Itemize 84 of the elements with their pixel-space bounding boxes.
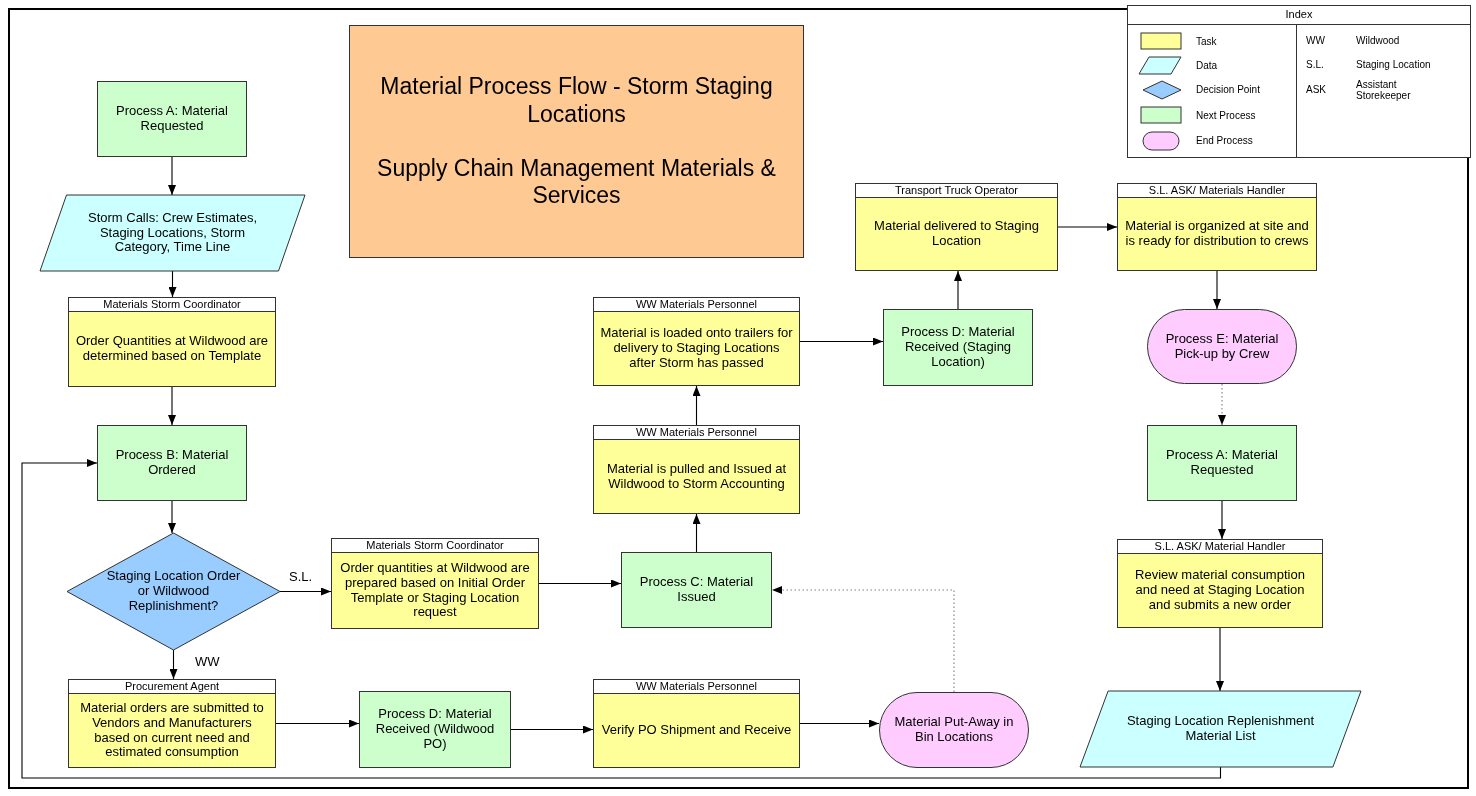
arrow	[799, 337, 884, 346]
index-heading: Index	[1285, 9, 1313, 20]
node-text: Storm Calls: Crew Estimates, Staging Locations, Storm Category, Time Line	[86, 210, 258, 256]
role-label: S.L. ASK/ Material Handler	[1118, 540, 1322, 554]
task-text: Material delivered to Staging Location	[873, 219, 1040, 249]
edge-label: WW	[193, 654, 222, 669]
legend-text: Task	[1196, 36, 1217, 47]
abbreviation: WW	[1306, 35, 1325, 46]
task-text: Material is loaded onto trailers for delivery to Staging Locations after Storm has passed	[599, 326, 794, 371]
arrow	[692, 513, 701, 553]
node-text: Material Put-Away in Bin Locations	[893, 715, 1015, 745]
node-text: Staging Location Order or Wildwood Replinishment?	[105, 569, 242, 614]
arrow	[1216, 627, 1224, 692]
node-text: Process E: Material Pick-up by Crew	[1164, 331, 1280, 362]
process-box	[359, 691, 511, 768]
arrow	[1057, 223, 1118, 231]
task-text: Review material consumption and need at Staging Location and submits a new order	[1134, 568, 1306, 613]
arrow	[21, 459, 1222, 779]
task-box	[331, 538, 539, 629]
task-box	[1117, 183, 1317, 271]
task-text: Order quantities at Wildwood are prepared based on Initial Order Template or Staging Location request	[339, 560, 531, 621]
process-box	[97, 81, 247, 157]
arrow	[279, 587, 332, 596]
arrow	[168, 500, 176, 534]
title-box	[349, 25, 804, 258]
arrow	[168, 270, 177, 298]
arrow	[954, 270, 962, 310]
abbreviation: ASK	[1306, 84, 1326, 95]
arrow	[168, 386, 176, 426]
role-label: WW Materials Personnel	[594, 680, 799, 694]
process-box	[1147, 425, 1297, 501]
task-box	[593, 297, 800, 386]
role-label: Transport Truck Operator	[856, 184, 1057, 198]
arrow	[771, 586, 955, 693]
task-box	[1117, 539, 1323, 628]
arrow	[275, 719, 360, 728]
legend-text: Data	[1196, 60, 1218, 71]
role-label: Procurement Agent	[69, 680, 275, 694]
arrow	[168, 156, 176, 196]
title-text: Supply Chain Management Materials & Services	[376, 154, 777, 210]
title-text: Material Process Flow - Storm Staging Locations	[379, 73, 774, 129]
task-text: Verify PO Shipment and Receive	[601, 723, 792, 738]
legend-text: Next Process	[1196, 110, 1256, 121]
abbreviation-meaning: Assistant Storekeeper	[1356, 79, 1412, 101]
node-text: Process A: Material Requested	[1165, 448, 1279, 478]
process-box	[97, 425, 247, 501]
task-text: Material orders are submitted to Vendors and Manufacturers based on current need and estimated consumption	[79, 700, 265, 761]
task-box	[855, 183, 1058, 271]
arrow	[1218, 500, 1226, 540]
node-text: Staging Location Replenishment Material List	[1125, 714, 1316, 744]
role-label: S.L. ASK/ Materials Handler	[1118, 184, 1316, 198]
task-box	[593, 425, 800, 514]
role-label: Materials Storm Coordinator	[69, 298, 275, 312]
role-label: WW Materials Personnel	[594, 426, 799, 440]
abbreviation: S.L.	[1306, 59, 1324, 70]
task-box	[593, 679, 800, 768]
legend-text: End Process	[1196, 135, 1253, 146]
node-text: Process D: Material Received (Staging Location)	[900, 325, 1016, 370]
decision-diamond	[67, 533, 280, 650]
node-text: Process B: Material Ordered	[114, 448, 230, 478]
arrow	[1213, 270, 1221, 310]
process-box	[883, 309, 1033, 386]
role-label: WW Materials Personnel	[594, 298, 799, 312]
task-box	[68, 679, 276, 768]
node-text: Process A: Material Requested	[115, 104, 229, 134]
legend-text: Decision Point	[1196, 84, 1260, 95]
task-text: Material is organized at site and is ready for distribution to crews	[1124, 219, 1310, 249]
arrow	[799, 719, 880, 728]
abbreviation-meaning: Wildwood	[1356, 35, 1400, 46]
task-text: Order Quantities at Wildwood are determined based on Template	[74, 334, 270, 364]
task-box	[68, 297, 276, 387]
arrow	[538, 579, 622, 588]
arrow	[169, 649, 178, 680]
node-text: Process C: Material Issued	[638, 575, 755, 605]
task-text: Material is pulled and Issued at Wildwood to Storm Accounting	[605, 461, 788, 492]
abbreviation-meaning: Staging Location	[1356, 59, 1431, 70]
data-parallelogram	[1080, 691, 1361, 767]
data-parallelogram	[40, 195, 305, 271]
arrow	[510, 725, 594, 734]
process-box	[621, 552, 772, 628]
arrow	[1218, 383, 1226, 426]
node-text: Process D: Material Received (Wildwood PO)	[374, 707, 496, 752]
arrow	[692, 385, 701, 426]
role-label: Materials Storm Coordinator	[332, 539, 538, 553]
